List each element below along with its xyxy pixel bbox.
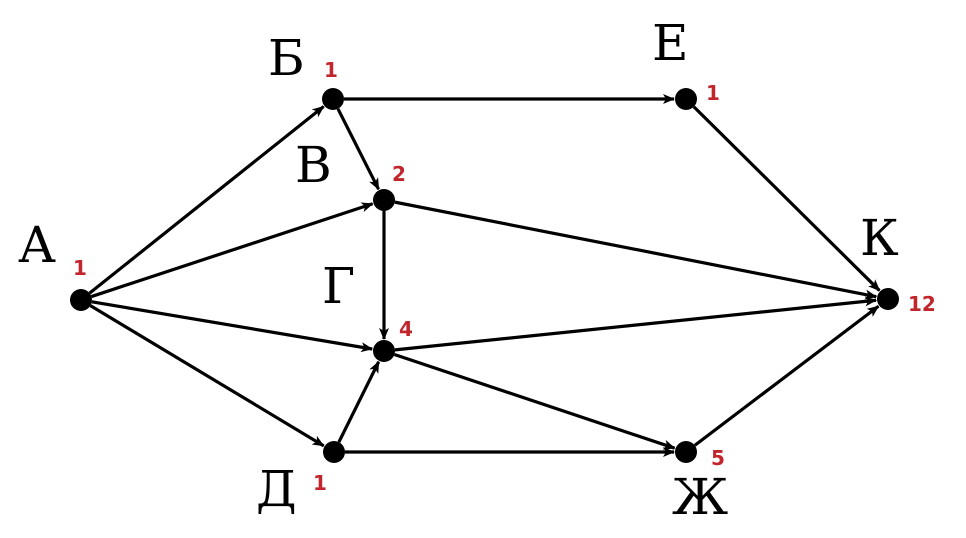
edge-e-k	[692, 105, 881, 292]
edge-b-v	[336, 108, 381, 191]
edge-d-g	[337, 360, 381, 443]
node-label-g: Г	[322, 257, 355, 315]
nodes	[70, 88, 899, 463]
path-count-d: 1	[313, 471, 327, 495]
node-label-d: Д	[256, 460, 297, 518]
path-count-v: 2	[392, 162, 406, 186]
node-d	[323, 441, 345, 463]
edge-g-k	[394, 296, 878, 352]
node-k	[877, 288, 899, 310]
node-label-zh: Ж	[672, 468, 728, 526]
node-label-k: К	[860, 209, 899, 267]
node-v	[373, 189, 395, 211]
node-label-a: А	[18, 216, 56, 274]
edge-a-b	[88, 105, 325, 295]
edge-a-g	[91, 300, 374, 353]
path-count-k: 12	[908, 292, 936, 316]
node-g	[373, 340, 395, 362]
edges	[88, 94, 881, 457]
node-label-b: Б	[268, 29, 305, 87]
edge-a-v	[90, 202, 374, 299]
edge-v-k	[394, 200, 878, 300]
edge-zh-k	[693, 304, 880, 447]
path-count-zh: 5	[711, 446, 725, 470]
node-label-e: Е	[652, 14, 689, 72]
node-a	[70, 289, 92, 311]
path-count-b: 1	[324, 58, 338, 82]
node-zh	[675, 441, 697, 463]
path-count-e: 1	[706, 81, 720, 105]
node-b	[322, 88, 344, 110]
edge-a-d	[89, 304, 325, 448]
path-count-g: 4	[399, 317, 413, 341]
edge-g-zh	[393, 352, 676, 450]
node-e	[675, 88, 697, 110]
node-label-v: В	[295, 136, 332, 194]
path-count-a: 1	[73, 256, 87, 280]
